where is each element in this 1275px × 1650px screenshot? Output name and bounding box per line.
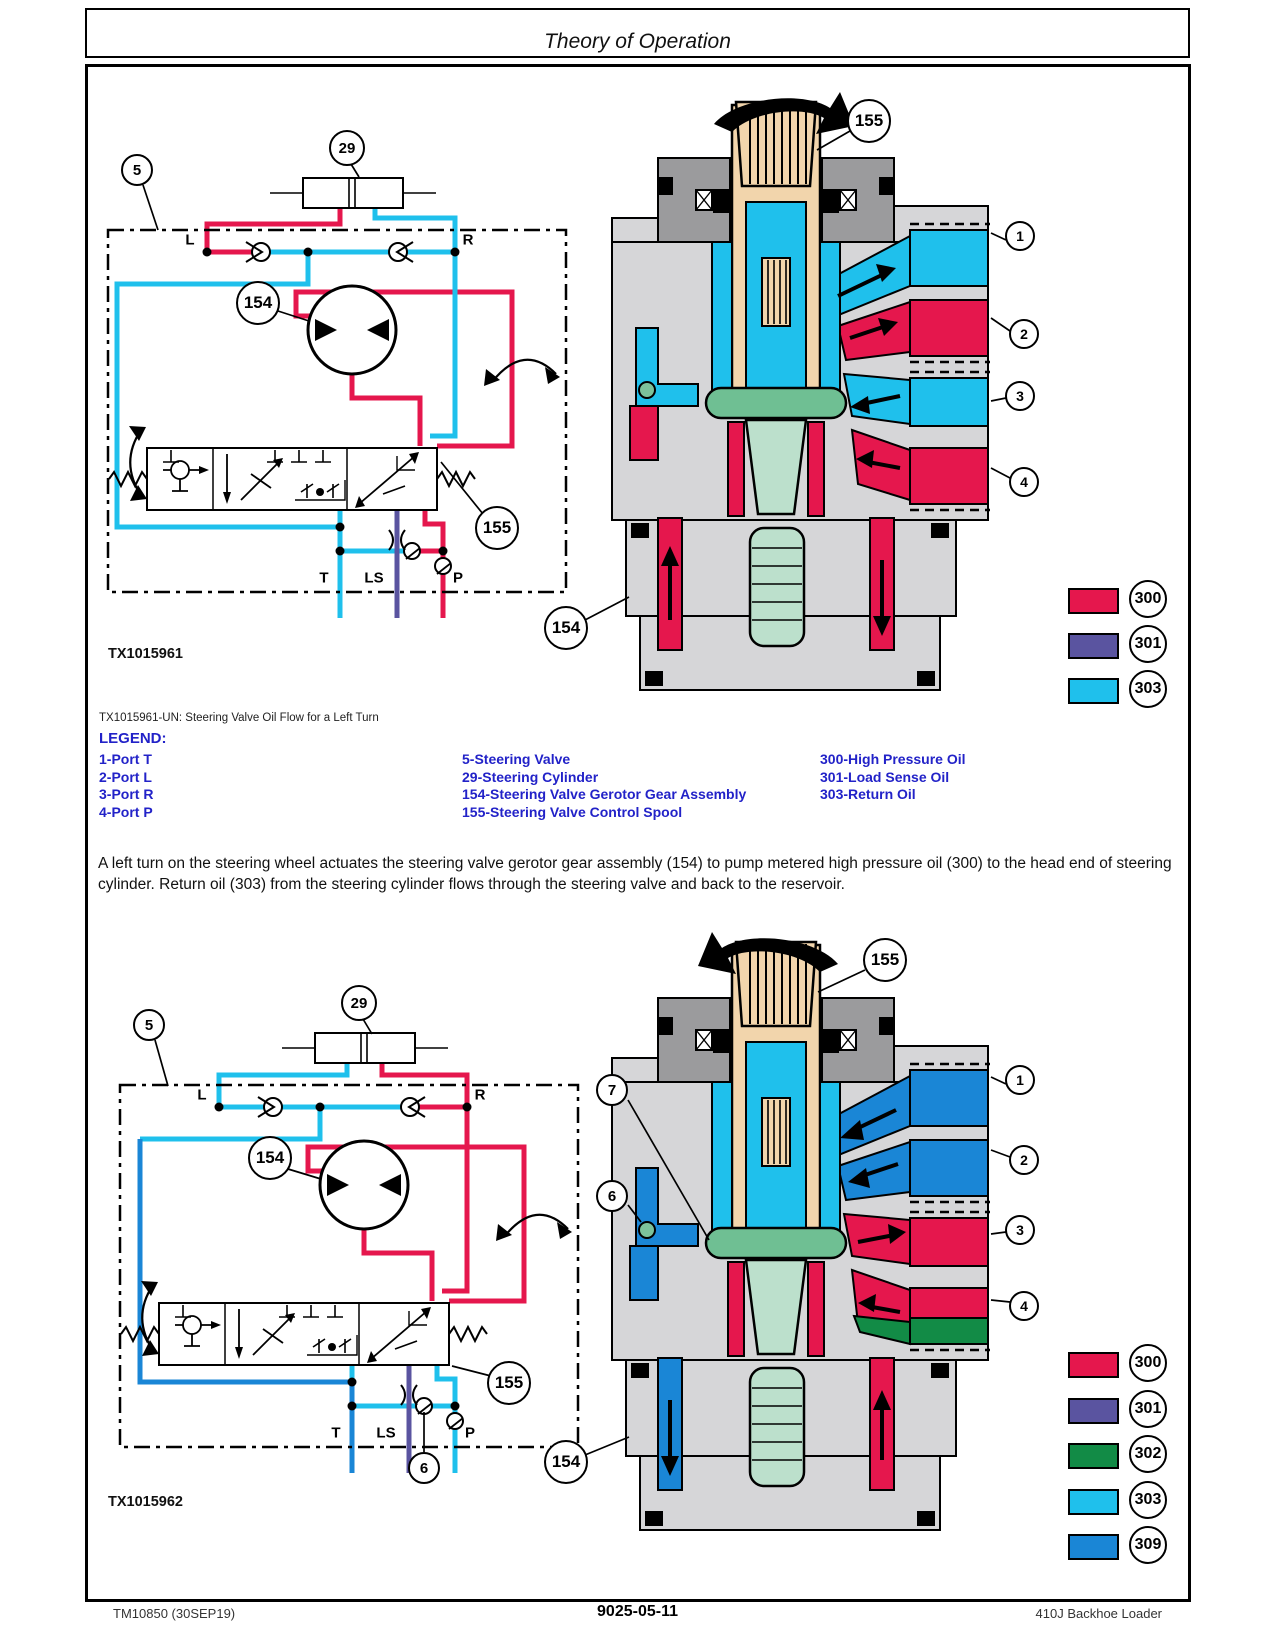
fig1-callout-154: 154	[236, 281, 280, 325]
fig1-port-label-ls: LS	[364, 569, 384, 587]
fig1-cross-callout-154: 154	[544, 606, 588, 650]
footer-manual-number: TM10850 (30SEP19)	[113, 1606, 236, 1621]
page-title: Theory of Operation	[544, 30, 731, 53]
fig1-key-callout-300: 300	[1129, 580, 1167, 618]
footer-model-name: 410J Backhoe Loader	[1035, 1606, 1162, 1621]
fig2-flow-arrows	[661, 1108, 906, 1476]
fig1-callout-155: 155	[475, 506, 519, 550]
legend-item: 2-Port L	[99, 768, 152, 785]
legend-item: 300-High Pressure Oil	[820, 751, 966, 767]
header-box: Theory of Operation	[85, 8, 1190, 58]
fig2-callout-29: 29	[341, 985, 377, 1021]
fig2-callout-154: 154	[248, 1136, 292, 1180]
fig1-caption: TX1015961-UN: Steering Valve Oil Flow fo…	[99, 712, 379, 724]
content-frame	[85, 64, 1191, 1602]
fig1-cross-callout-2: 2	[1009, 319, 1039, 349]
fig2-key-callout-303: 303	[1129, 1481, 1167, 1519]
fig2-flow-lines	[137, 1063, 527, 1473]
fig2-steering-valve-cross-section	[611, 932, 990, 1531]
fig2-key-swatch-303	[1068, 1489, 1119, 1515]
fig1-port-label-l: L	[185, 231, 195, 249]
fig2-cross-callout-4: 4	[1009, 1291, 1039, 1321]
fig2-port-label-r: R	[474, 1086, 486, 1104]
fig1-cross-callout-4: 4	[1009, 467, 1039, 497]
fig2-port-label-l: L	[197, 1086, 207, 1104]
legend-item: 29-Steering Cylinder	[462, 768, 599, 785]
footer-page-number: 9025-05-11	[597, 1603, 678, 1620]
legend-item: 4-Port P	[99, 803, 153, 820]
fig1-cross-callout-3: 3	[1005, 381, 1035, 411]
fig1-flow-lines	[114, 208, 515, 618]
fig2-cross-callout-6: 6	[596, 1180, 628, 1212]
fig2-key-callout-300: 300	[1129, 1344, 1167, 1382]
fig2-cross-callout-3: 3	[1005, 1215, 1035, 1245]
fig2-steering-schematic	[100, 985, 590, 1473]
fig1-image-id: TX1015961	[108, 646, 183, 662]
fig1-key-callout-301: 301	[1129, 625, 1167, 663]
fig2-cross-art	[611, 932, 990, 1531]
fig1-callout-29: 29	[329, 130, 365, 166]
legend-column-1: 1-Port T 2-Port L 3-Port R 4-Port P	[99, 751, 153, 821]
fig1-steering-valve-cross-section	[611, 92, 990, 691]
fig2-callout-155: 155	[487, 1361, 531, 1405]
fig2-key-callout-301: 301	[1129, 1390, 1167, 1428]
fig1-callout-5: 5	[121, 154, 153, 186]
fig2-port-label-p: P	[464, 1424, 476, 1442]
fig1-steering-schematic	[90, 130, 580, 618]
fig1-key-swatch-301	[1068, 633, 1119, 659]
legend-item: 155-Steering Valve Control Spool	[462, 803, 683, 820]
fig1-cross-callout-1: 1	[1005, 221, 1035, 251]
fig2-cross-callout-1: 1	[1005, 1065, 1035, 1095]
legend-item: 1-Port T	[99, 751, 152, 767]
legend-column-2: 5-Steering Valve 29-Steering Cylinder 15…	[462, 751, 746, 821]
legend-item: 303-Return Oil	[820, 786, 916, 802]
fig2-key-callout-309: 309	[1129, 1526, 1167, 1564]
fig1-flow-arrows	[661, 264, 901, 636]
fig2-key-swatch-301	[1068, 1398, 1119, 1424]
fig2-key-swatch-302	[1068, 1443, 1119, 1469]
fig1-key-swatch-303	[1068, 678, 1119, 704]
fig2-cross-callout-155: 155	[863, 938, 907, 982]
fig2-cross-callout-7: 7	[596, 1074, 628, 1106]
legend-item: 3-Port R	[99, 786, 154, 802]
fig1-port-label-t: T	[319, 569, 329, 587]
fig2-key-swatch-309	[1068, 1534, 1119, 1560]
fig2-port-label-t: T	[331, 1424, 341, 1442]
fig2-cross-callout-154: 154	[544, 1440, 588, 1484]
legend-column-3: 300-High Pressure Oil 301-Load Sense Oil…	[820, 751, 966, 804]
fig1-key-swatch-300	[1068, 588, 1119, 614]
legend-item: 5-Steering Valve	[462, 751, 571, 767]
fig1-port-label-r: R	[462, 231, 474, 249]
fig1-cross-art	[611, 92, 990, 691]
fig2-image-id: TX1015962	[108, 1494, 183, 1510]
fig1-cross-callout-155: 155	[847, 99, 891, 143]
fig2-key-swatch-300	[1068, 1352, 1119, 1378]
legend-heading: LEGEND:	[99, 730, 167, 747]
legend-item: 154-Steering Valve Gerotor Gear Assembly	[462, 786, 747, 802]
legend-item: 301-Load Sense Oil	[820, 768, 950, 785]
fig1-key-callout-303: 303	[1129, 670, 1167, 708]
fig2-key-callout-302: 302	[1129, 1435, 1167, 1473]
body-paragraph: A left turn on the steering wheel actuat…	[98, 855, 1172, 893]
fig2-callout-5: 5	[133, 1009, 165, 1041]
fig1-port-label-p: P	[452, 569, 464, 587]
fig2-callout-6: 6	[408, 1452, 440, 1484]
fig2-cross-callout-2: 2	[1009, 1145, 1039, 1175]
fig2-port-label-ls: LS	[376, 1424, 396, 1442]
